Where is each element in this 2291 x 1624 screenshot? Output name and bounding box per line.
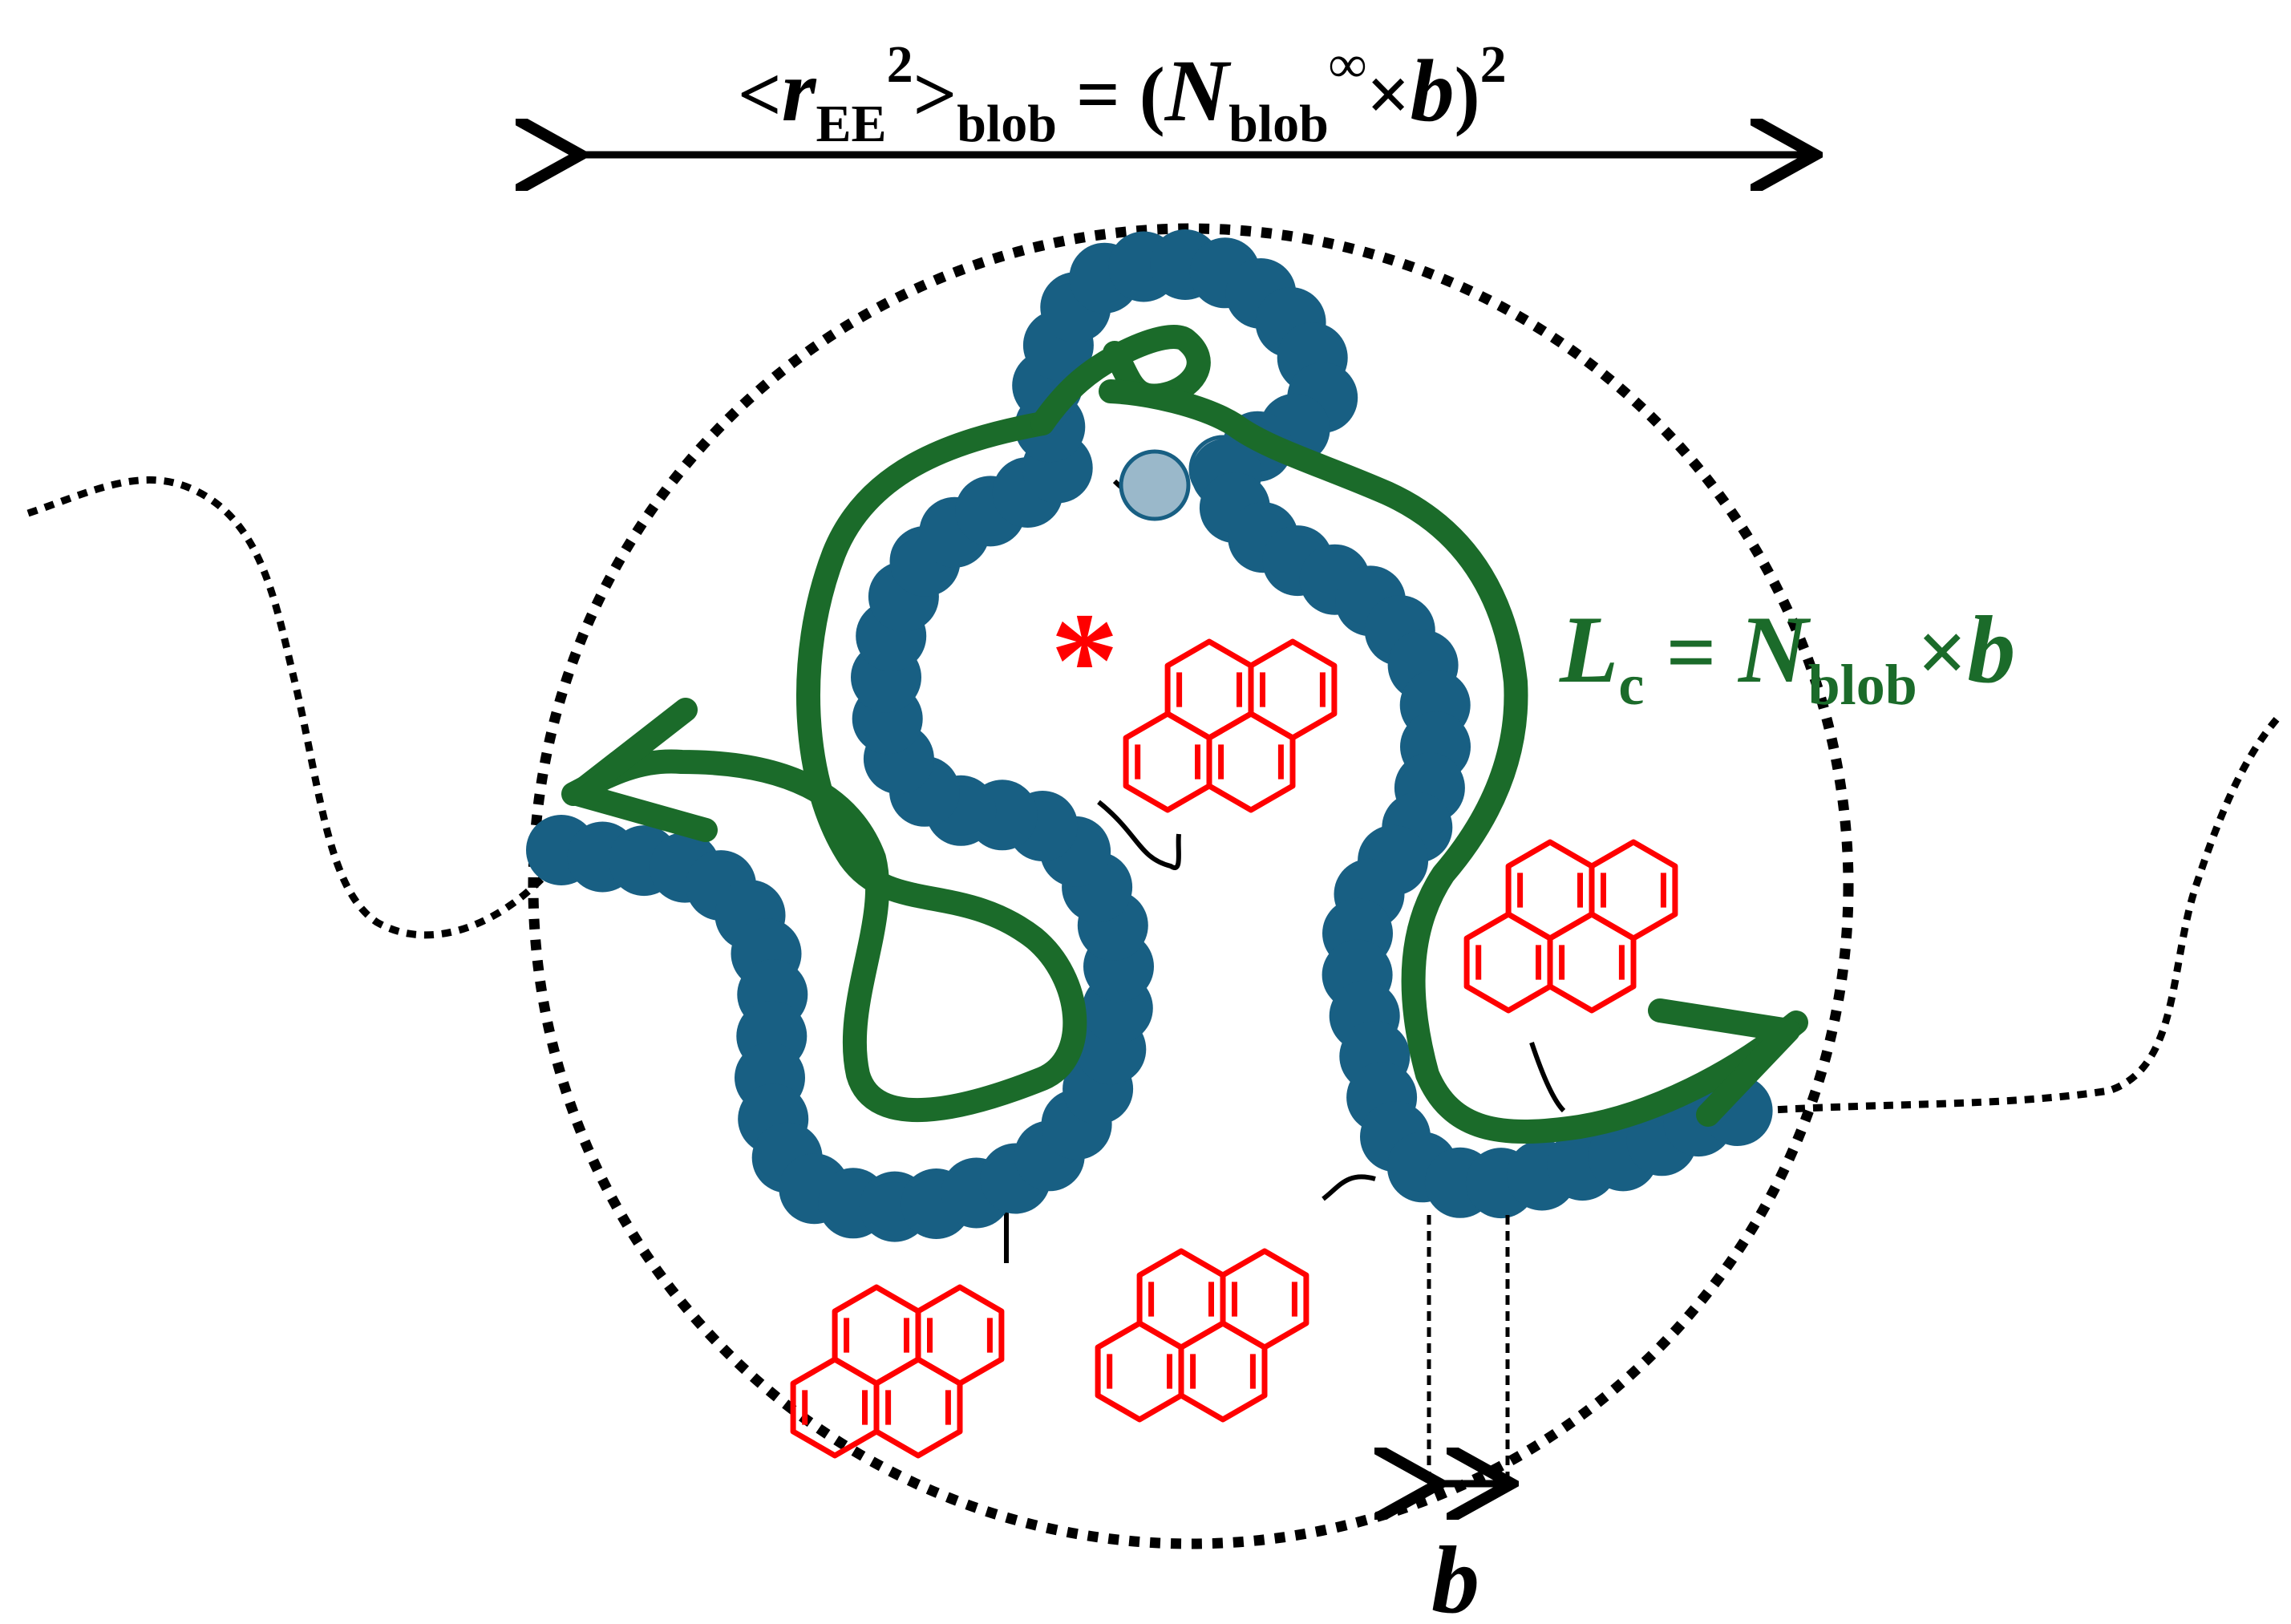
formula-times: × xyxy=(1366,51,1411,137)
polymer-backbone xyxy=(526,229,1773,1242)
contour-formula-equals: = xyxy=(1644,603,1738,701)
pyrene-excited xyxy=(1123,638,1338,813)
contour-formula-n: N xyxy=(1737,596,1811,703)
contour-formula-times: × xyxy=(1917,603,1968,701)
contour-length-formula: Lc = Nblob×b xyxy=(1559,596,2015,717)
linker-right xyxy=(1529,1042,1566,1113)
bond-length-indicator: b xyxy=(1429,1215,1508,1624)
pyrene-ring xyxy=(790,1356,880,1459)
formula-n: N xyxy=(1164,42,1232,140)
contour-formula-blob-subscript: blob xyxy=(1808,653,1917,717)
formula-square-2: 2 xyxy=(1480,35,1507,94)
pyrene-ring xyxy=(1095,1320,1184,1423)
pyrene-right xyxy=(1463,839,1678,1014)
excited-state-asterisk: * xyxy=(1050,585,1119,735)
linker-center xyxy=(1097,800,1181,870)
pyrene-ring xyxy=(1123,711,1212,813)
faded-bead xyxy=(1119,449,1191,521)
formula-blob-subscript-2: blob xyxy=(1228,95,1329,153)
left-chain-tail xyxy=(26,476,557,939)
contour-formula-l: L xyxy=(1559,596,1618,703)
formula-close-paren: ) xyxy=(1455,51,1480,137)
contour-formula-c-subscript: c xyxy=(1618,653,1644,717)
formula-blob-subscript: blob xyxy=(957,95,1057,153)
formula-gt: > xyxy=(913,51,957,137)
linker-bottom-center xyxy=(1322,1174,1376,1201)
contour-top-out xyxy=(1099,379,1808,1144)
contour-path xyxy=(561,325,1808,1144)
formula-b: b xyxy=(1411,42,1455,140)
contour-arrowhead-right xyxy=(1648,998,1800,1127)
end-to-end-formula: <rEE2>blob = (Nblob∞×b)2 xyxy=(738,35,1507,153)
formula-square: 2 xyxy=(887,35,913,94)
pyrene-molecules xyxy=(790,638,1678,1459)
contour-main xyxy=(561,411,1087,1123)
formula-ee-subscript: EE xyxy=(816,95,887,153)
contour-formula-b: b xyxy=(1967,596,2015,703)
pyrene-bottom-left xyxy=(790,1284,1005,1459)
pyrene-ring xyxy=(1463,911,1553,1014)
contour-arrowhead-left xyxy=(565,698,718,842)
blob-boundary-circle xyxy=(528,223,1854,1549)
bond-length-label: b xyxy=(1431,1526,1479,1624)
formula-infinity: ∞ xyxy=(1329,35,1366,94)
formula-lt: < xyxy=(738,51,782,137)
formula-r: r xyxy=(782,42,817,140)
right-chain-tail xyxy=(1759,711,2285,1115)
formula-equals: = ( xyxy=(1057,51,1165,137)
pyrene-bottom-center xyxy=(1095,1248,1309,1423)
